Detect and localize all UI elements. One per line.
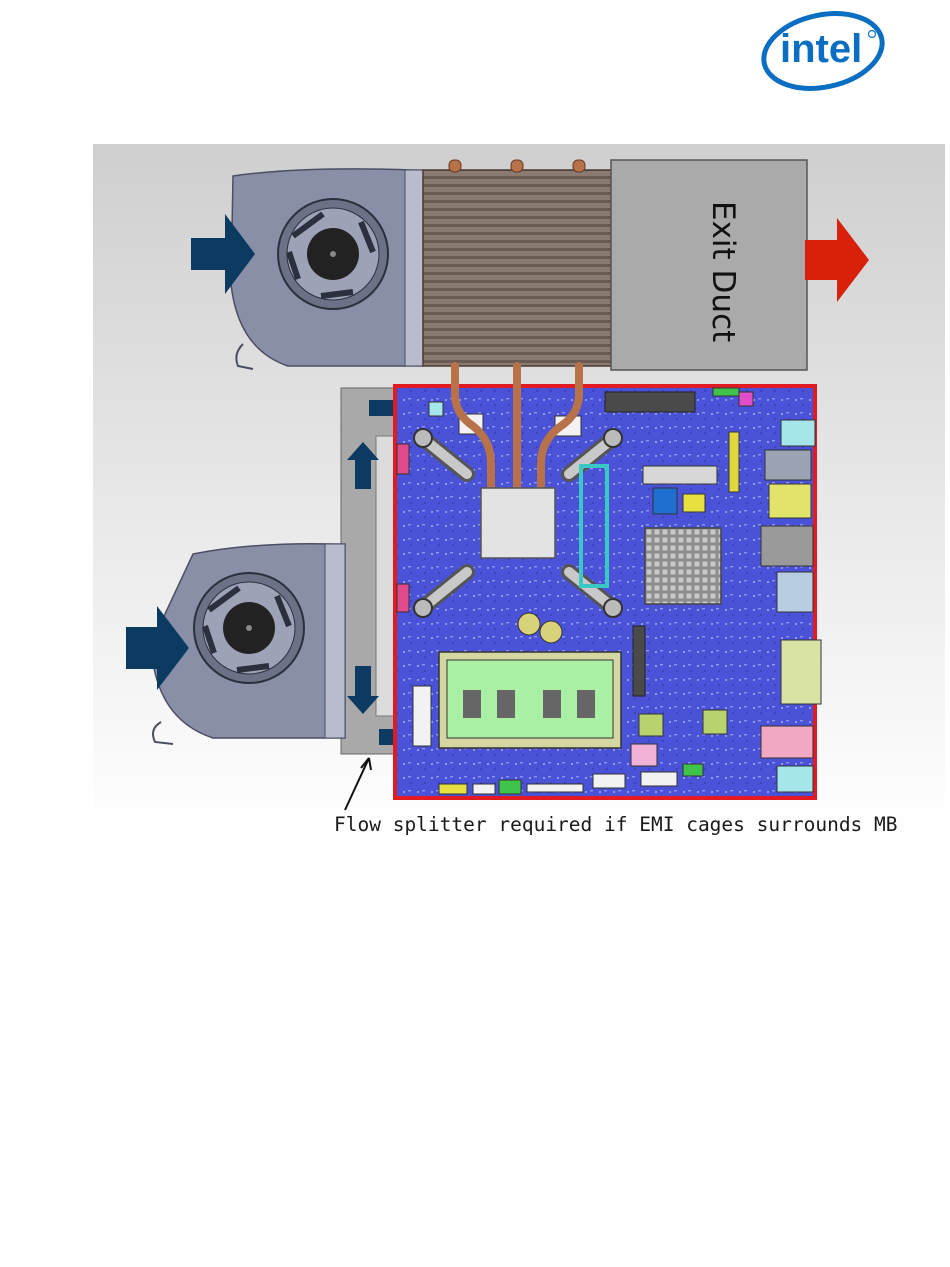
- motherboard: [395, 366, 821, 798]
- chipset: [645, 528, 721, 604]
- intel-logo: intel: [758, 6, 888, 92]
- figure-caption: Flow splitter required if EMI cages surr…: [334, 813, 894, 837]
- cooling-airflow-diagram: Exit Duct: [93, 144, 945, 830]
- heatsink-fins: [423, 170, 613, 366]
- m2-slot: [643, 466, 717, 484]
- header-connector: [605, 392, 695, 412]
- logo-text: intel: [780, 27, 862, 71]
- top-blower-fan: [231, 169, 423, 369]
- registered-mark-icon: [869, 31, 876, 38]
- memory-module: [439, 652, 621, 748]
- exit-duct-label: Exit Duct: [705, 201, 741, 342]
